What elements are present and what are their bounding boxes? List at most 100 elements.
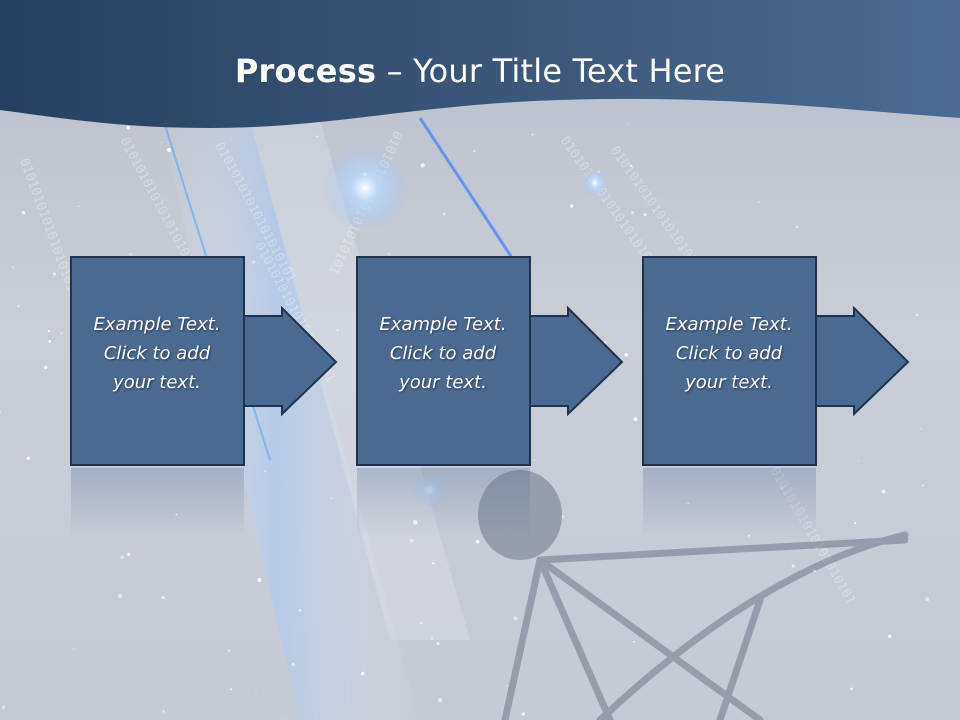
star-icon	[282, 718, 284, 720]
step-reflection	[643, 468, 816, 538]
star-icon	[227, 649, 231, 652]
star-icon	[791, 564, 795, 568]
process-step-3[interactable]: Example Text. Click to add your text.	[642, 256, 910, 466]
star-icon	[264, 470, 267, 473]
step-line: Click to add	[675, 343, 783, 364]
star-icon	[881, 489, 886, 494]
star-icon	[409, 538, 414, 543]
step-line: your text.	[685, 372, 773, 393]
star-icon	[915, 313, 919, 317]
star-icon	[360, 671, 365, 676]
star-icon	[316, 135, 319, 138]
star-icon	[430, 636, 434, 640]
step-text: Example Text. Click to add your text.	[646, 310, 812, 397]
star-icon	[129, 252, 132, 256]
star-icon	[473, 150, 476, 153]
star-icon	[419, 621, 423, 625]
star-icon	[16, 304, 21, 308]
step-reflection	[71, 468, 244, 538]
star-icon	[251, 260, 256, 264]
title-rest: – Your Title Text Here	[376, 52, 726, 90]
step-line: Click to add	[103, 343, 211, 364]
star-icon	[630, 210, 635, 215]
star-icon	[531, 133, 534, 136]
star-icon	[597, 170, 601, 174]
star-icon	[44, 365, 48, 370]
star-icon	[758, 201, 760, 203]
star-icon	[570, 204, 574, 208]
star-icon	[120, 555, 125, 560]
star-icon	[336, 329, 339, 331]
star-icon	[853, 522, 857, 525]
star-icon	[533, 459, 535, 462]
step-line: Example Text.	[665, 314, 793, 335]
step-line: your text.	[399, 372, 487, 393]
star-icon	[387, 252, 390, 256]
star-icon	[60, 332, 63, 335]
star-icon	[118, 593, 123, 598]
step-line: Example Text.	[379, 314, 507, 335]
star-icon	[330, 497, 333, 500]
star-icon	[888, 634, 892, 638]
step-line: your text.	[113, 372, 201, 393]
star-icon	[291, 663, 295, 667]
star-icon	[26, 456, 30, 461]
star-icon	[812, 569, 816, 573]
process-step-1[interactable]: Example Text. Click to add your text.	[70, 256, 338, 466]
star-icon	[73, 647, 75, 650]
star-icon	[126, 125, 131, 130]
arrow-shape	[642, 256, 910, 466]
star-icon	[627, 123, 629, 126]
star-icon	[925, 597, 930, 602]
title-bold: Process	[234, 52, 377, 90]
star-icon	[850, 687, 853, 691]
arrow-shape	[356, 256, 624, 466]
step-line: Example Text.	[93, 314, 221, 335]
star-icon	[521, 712, 525, 716]
star-icon	[632, 640, 635, 643]
star-icon	[920, 428, 922, 430]
star-icon	[53, 272, 56, 276]
star-icon	[633, 417, 638, 422]
star-icon	[167, 147, 172, 153]
star-icon	[506, 685, 508, 687]
star-icon	[857, 460, 860, 462]
star-icon	[77, 205, 80, 208]
star-icon	[47, 329, 51, 333]
star-icon	[0, 410, 2, 414]
star-icon	[795, 225, 799, 229]
star-icon	[432, 562, 435, 565]
star-icon	[21, 210, 26, 215]
star-icon	[643, 213, 647, 217]
star-icon	[594, 178, 596, 181]
star-icon	[48, 340, 52, 343]
star-icon	[162, 710, 165, 713]
star-icon	[161, 596, 165, 600]
star-icon	[475, 539, 480, 544]
star-icon	[513, 616, 518, 621]
star-icon	[229, 688, 232, 691]
star-icon	[363, 172, 367, 176]
process-step-2[interactable]: Example Text. Click to add your text.	[356, 256, 624, 466]
star-icon	[442, 212, 446, 216]
star-icon	[255, 693, 257, 695]
star-icon	[604, 341, 607, 344]
star-icon	[1, 705, 6, 709]
star-icon	[12, 266, 14, 269]
step-reflection	[357, 468, 530, 538]
arrow-shape	[70, 256, 338, 466]
star-icon	[438, 698, 443, 703]
step-text: Example Text. Click to add your text.	[360, 310, 526, 397]
star-icon	[257, 578, 262, 582]
star-icon	[624, 353, 628, 357]
star-icon	[629, 164, 633, 168]
step-text: Example Text. Click to add your text.	[74, 310, 240, 397]
star-icon	[436, 641, 440, 645]
step-line: Click to add	[389, 343, 497, 364]
star-icon	[298, 608, 302, 612]
star-icon	[127, 552, 131, 556]
star-icon	[561, 515, 565, 518]
star-icon	[161, 141, 163, 144]
page-title[interactable]: Process – Your Title Text Here	[0, 52, 960, 90]
star-icon	[922, 484, 925, 487]
